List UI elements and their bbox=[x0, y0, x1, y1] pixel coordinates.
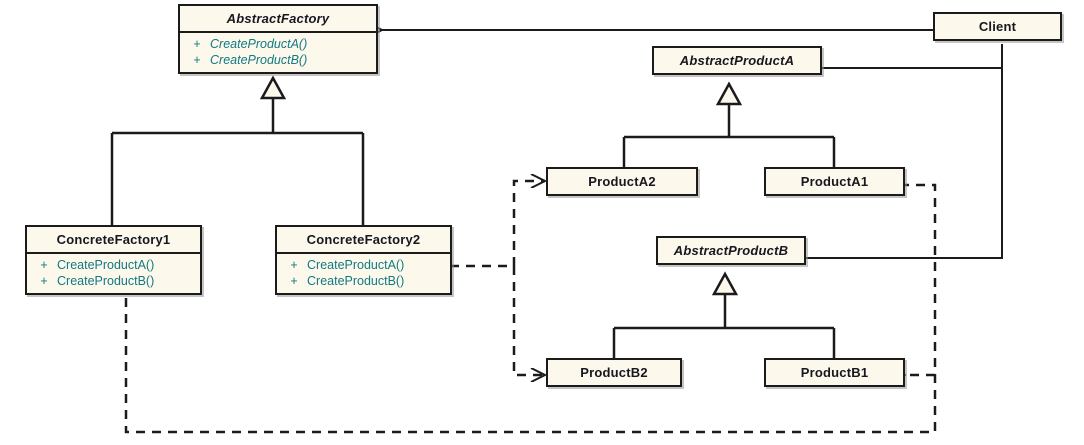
operation-visibility: + bbox=[40, 258, 48, 272]
operation-visibility: + bbox=[290, 274, 298, 288]
operation-name: CreateProductB() bbox=[210, 53, 308, 67]
class-name-productb1: ProductB1 bbox=[800, 365, 869, 380]
class-box-producta1[interactable]: ProductA1 bbox=[764, 167, 905, 196]
compartment-divider bbox=[180, 31, 376, 33]
operations-compartment-concretefactory2: + CreateProductA() + CreateProductB() bbox=[277, 254, 450, 293]
class-box-client[interactable]: Client bbox=[933, 12, 1062, 41]
dependency-concretefactory2-producta2 bbox=[450, 181, 545, 268]
operation-row: + CreateProductA() bbox=[184, 36, 372, 52]
operation-name: CreateProductA() bbox=[210, 37, 308, 51]
operation-row: + CreateProductB() bbox=[281, 273, 446, 289]
operations-compartment-concretefactory1: + CreateProductA() + CreateProductB() bbox=[27, 254, 200, 293]
operation-row: + CreateProductA() bbox=[281, 257, 446, 273]
operation-visibility: + bbox=[193, 53, 201, 67]
class-box-productb1[interactable]: ProductB1 bbox=[764, 358, 905, 387]
association-client-abstractproducta bbox=[822, 44, 1003, 68]
class-box-concretefactory2[interactable]: ConcreteFactory2 + CreateProductA() + Cr… bbox=[275, 225, 452, 295]
operation-row: + CreateProductA() bbox=[31, 257, 196, 273]
operation-visibility: + bbox=[290, 258, 298, 272]
operation-name: CreateProductA() bbox=[307, 258, 405, 272]
compartment-divider bbox=[277, 252, 450, 254]
compartment-divider bbox=[27, 252, 200, 254]
class-box-abstractproducta[interactable]: AbstractProductA bbox=[652, 46, 822, 75]
generalization-productb-abstractproductb bbox=[612, 271, 836, 358]
class-name-abstractproducta: AbstractProductA bbox=[679, 53, 795, 68]
dependency-concretefactory2-productb2 bbox=[512, 266, 545, 375]
class-name-abstractfactory: AbstractFactory bbox=[226, 11, 330, 26]
generalization-concretefactory-abstractfactory bbox=[110, 75, 365, 225]
operation-row: + CreateProductB() bbox=[31, 273, 196, 289]
operation-visibility: + bbox=[40, 274, 48, 288]
class-name-abstractproductb: AbstractProductB bbox=[673, 243, 789, 258]
class-box-abstractfactory[interactable]: AbstractFactory + CreateProductA() + Cre… bbox=[178, 4, 378, 74]
class-box-productb2[interactable]: ProductB2 bbox=[546, 358, 682, 387]
class-name-producta2: ProductA2 bbox=[588, 174, 656, 189]
generalization-producta-abstractproducta bbox=[622, 81, 836, 167]
class-name-concretefactory2: ConcreteFactory2 bbox=[306, 232, 421, 247]
operation-row: + CreateProductB() bbox=[184, 52, 372, 68]
operation-name: CreateProductB() bbox=[57, 274, 155, 288]
class-name-client: Client bbox=[978, 19, 1017, 34]
class-name-productb2: ProductB2 bbox=[580, 365, 648, 380]
class-box-concretefactory1[interactable]: ConcreteFactory1 + CreateProductA() + Cr… bbox=[25, 225, 202, 295]
class-box-producta2[interactable]: ProductA2 bbox=[546, 167, 698, 196]
operation-name: CreateProductA() bbox=[57, 258, 155, 272]
class-name-producta1: ProductA1 bbox=[800, 174, 869, 189]
operations-compartment-abstractfactory: + CreateProductA() + CreateProductB() bbox=[180, 33, 376, 72]
class-name-concretefactory1: ConcreteFactory1 bbox=[56, 232, 171, 247]
association-client-abstractproductb bbox=[806, 44, 1003, 258]
operation-name: CreateProductB() bbox=[307, 274, 405, 288]
class-box-abstractproductb[interactable]: AbstractProductB bbox=[656, 236, 806, 265]
dependency-concretefactory1-products bbox=[124, 185, 937, 434]
operation-visibility: + bbox=[193, 37, 201, 51]
